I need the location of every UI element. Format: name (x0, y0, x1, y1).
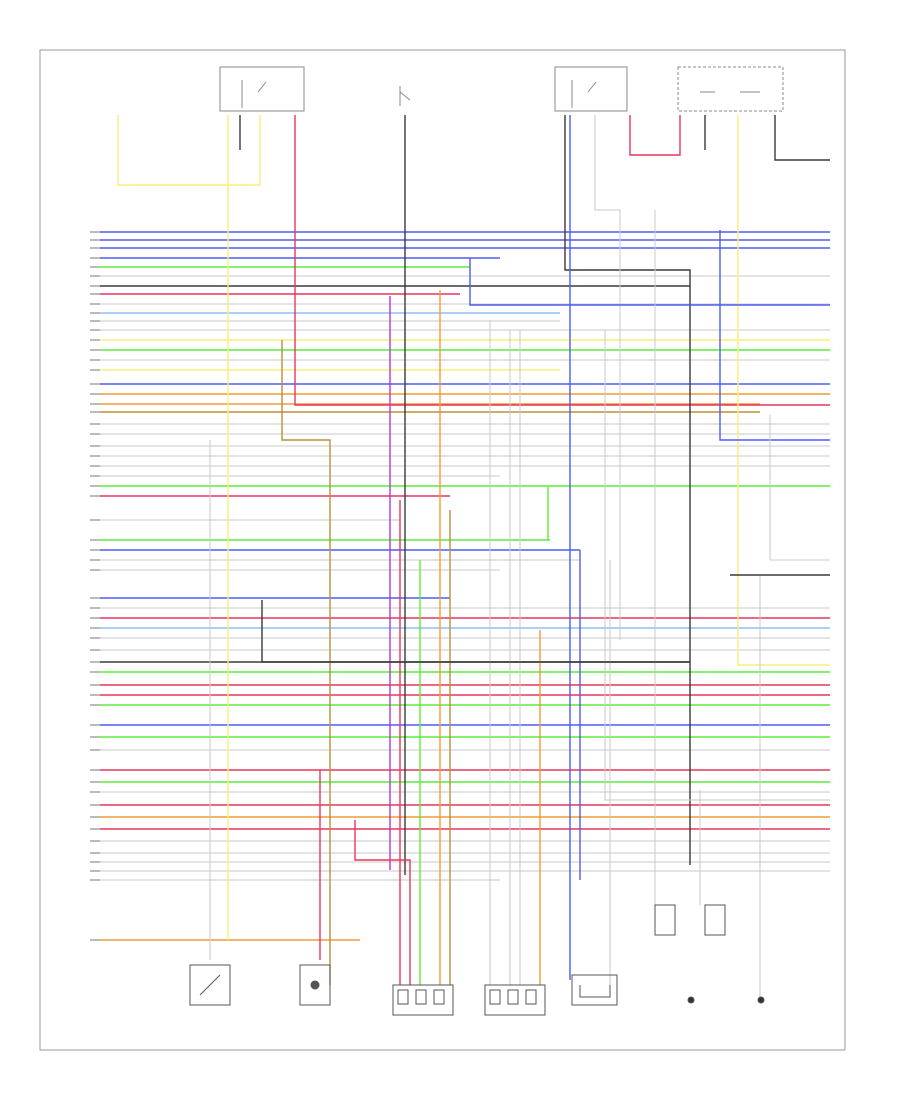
vertical-wire (261, 600, 690, 663)
tps-wiper-icon (199, 974, 221, 996)
knock-sensor-element-icon (310, 980, 320, 990)
ecm-connector-pins (90, 231, 100, 941)
ground-point-1-icon (687, 996, 695, 1004)
top-components (219, 66, 784, 112)
injector-connector-1 (397, 989, 409, 1005)
idle-speed-valve (571, 974, 618, 1006)
vertical-wire (354, 820, 411, 985)
knock-sensor (299, 964, 331, 1006)
vertical-wire (117, 115, 261, 186)
ignition-switch-symbol (399, 86, 411, 106)
fuse-block-box (677, 66, 784, 112)
crankshaft-sensor (704, 904, 726, 936)
fuel-injector-bank-2 (484, 984, 546, 1016)
injector-connector-4 (489, 989, 501, 1005)
ground-point-2-icon (757, 996, 765, 1004)
injector-connector-3 (433, 989, 445, 1005)
vertical-wire (719, 230, 830, 441)
vertical-wire (564, 115, 691, 865)
relay-contact-symbol (241, 80, 267, 108)
idle-valve-coil-icon (579, 985, 611, 998)
vertical-wire (629, 115, 681, 156)
pump-relay-contact-symbol (571, 80, 597, 108)
fuel-pump-relay-box (554, 66, 628, 112)
vertical-wire (281, 340, 331, 985)
main-relay-box (219, 66, 305, 112)
injector-connector-6 (525, 989, 537, 1005)
vertical-wire (294, 115, 830, 406)
bottom-components (189, 904, 765, 1016)
injector-connector-5 (507, 989, 519, 1005)
vertical-wire (604, 330, 830, 801)
wire-harness (100, 115, 830, 1000)
throttle-position-sensor (189, 964, 231, 1006)
vertical-wire (774, 115, 830, 161)
fuel-injector-bank-1 (392, 984, 454, 1016)
vertical-wire (469, 258, 830, 306)
injector-connector-2 (415, 989, 427, 1005)
vertical-wire (594, 115, 621, 640)
vertical-wire (769, 415, 830, 561)
diagram-frame (39, 49, 846, 1051)
vertical-wire (737, 115, 830, 666)
camshaft-sensor (654, 904, 676, 936)
